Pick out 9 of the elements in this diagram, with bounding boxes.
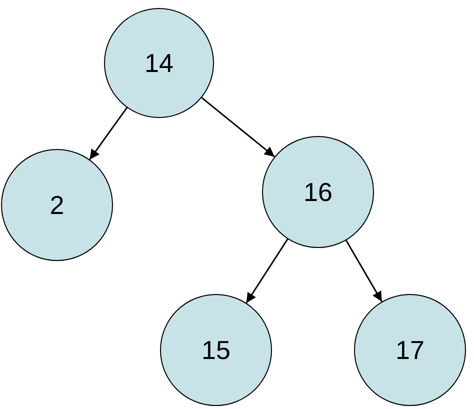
node-value: 16	[304, 176, 332, 208]
node-value: 2	[50, 190, 64, 220]
arrow	[346, 240, 382, 302]
node-value: 17	[396, 334, 424, 366]
node-value: 15	[202, 334, 230, 366]
arrow	[89, 107, 128, 160]
node-value: 14	[144, 48, 174, 78]
arrow	[246, 238, 288, 304]
arrow	[201, 97, 275, 158]
